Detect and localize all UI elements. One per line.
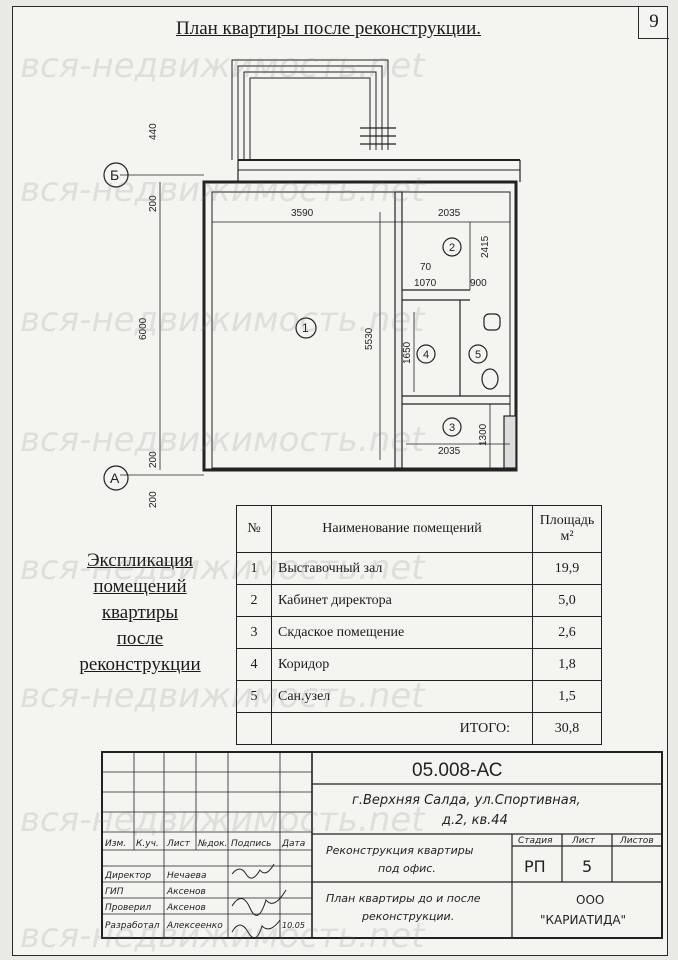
col-kuch: К.уч. bbox=[136, 839, 159, 849]
axis-b-label: Б bbox=[110, 167, 119, 183]
page-number: 9 bbox=[638, 6, 669, 39]
sheet-value: 5 bbox=[582, 857, 592, 876]
room-marker-1 bbox=[295, 317, 317, 339]
dim-2035-top: 2035 bbox=[438, 208, 461, 219]
role-developer: Разработал bbox=[105, 921, 160, 931]
balcony-outline bbox=[231, 59, 389, 160]
axis-a-marker bbox=[103, 465, 129, 491]
axis-b-marker bbox=[103, 162, 129, 188]
name-developer: Алексеенко bbox=[166, 921, 223, 931]
address-line-1: г.Верхняя Салда, ул.Спортивная, bbox=[352, 793, 581, 808]
org-line-1: ООО bbox=[576, 893, 604, 907]
dim-5530: 5530 bbox=[364, 327, 375, 350]
stage-label: Стадия bbox=[518, 836, 553, 846]
col-data: Дата bbox=[281, 839, 305, 849]
col-izm: Изм. bbox=[105, 839, 126, 849]
col-name: Наименование помещений bbox=[271, 505, 533, 553]
floor-plan: Б А 3590 2035 2035 70 1070 900 440 200 6… bbox=[103, 59, 521, 508]
room-marker-4 bbox=[416, 344, 436, 364]
toilet-icon bbox=[481, 368, 499, 390]
page-title: План квартиры после реконструкции. bbox=[176, 18, 481, 39]
dim-70: 70 bbox=[420, 262, 432, 273]
dim-2035-bottom: 2035 bbox=[438, 446, 461, 457]
sheet-line-1: План квартиры до и после bbox=[326, 892, 481, 905]
partition-wall bbox=[394, 191, 403, 469]
room-label-3: 3 bbox=[449, 422, 455, 434]
col-list: Лист bbox=[166, 839, 191, 849]
dim-200-lower: 200 bbox=[148, 451, 159, 468]
stage-value: РП bbox=[524, 857, 546, 876]
sheet-line-2: реконструкции. bbox=[361, 910, 454, 923]
room-marker-2 bbox=[442, 237, 462, 257]
outer-wall bbox=[202, 180, 518, 472]
role-director: Директор bbox=[104, 871, 151, 881]
role-checked: Проверил bbox=[105, 903, 151, 913]
date-value: 10.05 bbox=[282, 921, 305, 930]
name-gip: Аксенов bbox=[166, 887, 206, 897]
dim-200-bottom: 200 bbox=[148, 491, 159, 508]
org-line-2: "КАРИАТИДА" bbox=[540, 913, 626, 927]
sink-icon bbox=[483, 313, 501, 331]
name-checked: Аксенов bbox=[166, 903, 206, 913]
room-label-4: 4 bbox=[423, 349, 429, 361]
dim-2415: 2415 bbox=[480, 235, 491, 258]
explication-heading: Экспликация помещений квартиры после рек… bbox=[79, 550, 201, 675]
room-label-2: 2 bbox=[449, 242, 455, 254]
project-line-2: под офис. bbox=[378, 862, 436, 875]
room-label-1: 1 bbox=[302, 321, 309, 335]
dim-3590: 3590 bbox=[291, 208, 314, 219]
dim-440: 440 bbox=[148, 123, 159, 140]
project-line-1: Реконструкция квартиры bbox=[326, 844, 474, 857]
role-gip: ГИП bbox=[105, 887, 124, 897]
project-code: 05.008-АС bbox=[412, 760, 502, 781]
dim-1070: 1070 bbox=[414, 278, 437, 289]
dim-1300: 1300 bbox=[478, 423, 489, 446]
room-marker-3 bbox=[442, 417, 462, 437]
dim-1650: 1650 bbox=[402, 341, 413, 364]
sheet-label: Лист bbox=[571, 836, 596, 846]
room-marker-5 bbox=[468, 344, 488, 364]
axis-a-label: А bbox=[110, 470, 120, 486]
sheets-label: Листов bbox=[619, 836, 654, 846]
col-podpis: Подпись bbox=[231, 839, 271, 849]
col-no: № bbox=[236, 505, 272, 553]
address-line-2: д.2, кв.44 bbox=[441, 813, 508, 828]
col-ndok: №док. bbox=[197, 839, 227, 849]
room-label-5: 5 bbox=[475, 349, 481, 361]
dim-6000: 6000 bbox=[138, 317, 149, 340]
dim-200-upper: 200 bbox=[148, 195, 159, 212]
total-row: ИТОГО:30,8 bbox=[236, 712, 602, 745]
title-block: Изм. К.уч. Лист №док. Подпись Дата Дирек… bbox=[101, 751, 663, 939]
name-director: Нечаева bbox=[167, 871, 207, 881]
signature-icon bbox=[231, 863, 275, 879]
dim-900: 900 bbox=[470, 278, 487, 289]
